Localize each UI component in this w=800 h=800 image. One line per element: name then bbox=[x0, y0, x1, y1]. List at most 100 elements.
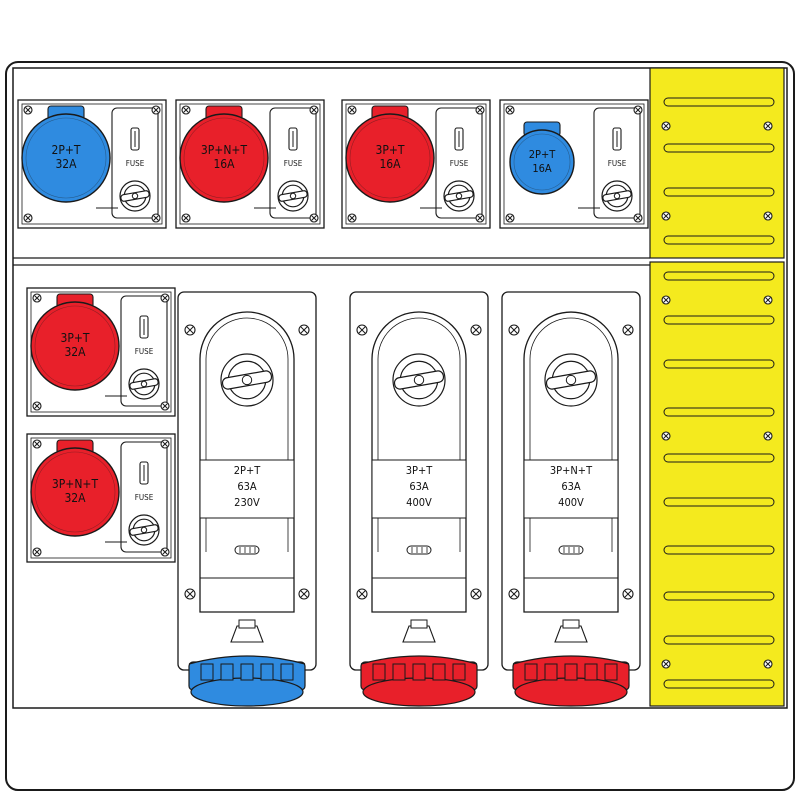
din-rail-icon bbox=[663, 187, 775, 197]
screw-icon bbox=[763, 121, 773, 131]
screw-icon bbox=[32, 439, 42, 449]
rotary-switch-icon[interactable] bbox=[277, 180, 309, 212]
screw-icon bbox=[23, 105, 33, 115]
fuse-icon bbox=[454, 127, 464, 151]
screw-icon bbox=[151, 105, 161, 115]
screw-icon bbox=[505, 105, 515, 115]
screw-icon bbox=[661, 659, 671, 669]
fuse-icon bbox=[139, 315, 149, 339]
fuse-icon bbox=[612, 127, 622, 151]
screw-icon bbox=[298, 588, 310, 600]
plug-connector-icon[interactable] bbox=[360, 619, 478, 707]
screw-icon bbox=[763, 431, 773, 441]
socket-rating-current: 63A bbox=[237, 480, 257, 493]
screw-icon bbox=[347, 213, 357, 223]
rotary-switch-icon[interactable] bbox=[128, 368, 160, 400]
screw-icon bbox=[151, 213, 161, 223]
plug-connector-icon[interactable] bbox=[512, 619, 630, 707]
socket-rating-voltage: 230V bbox=[234, 496, 260, 509]
rotary-switch-icon[interactable] bbox=[601, 180, 633, 212]
din-rail-icon bbox=[663, 545, 775, 555]
socket-icon[interactable] bbox=[30, 293, 120, 391]
screw-icon bbox=[661, 295, 671, 305]
screw-icon bbox=[763, 211, 773, 221]
din-rail-icon bbox=[663, 591, 775, 601]
screw-icon bbox=[160, 293, 170, 303]
din-rail-icon bbox=[663, 635, 775, 645]
screw-icon bbox=[470, 588, 482, 600]
fuse-label: FUSE bbox=[284, 159, 303, 168]
din-rail-icon bbox=[663, 315, 775, 325]
socket-rating-current: 16A bbox=[379, 157, 401, 171]
screw-icon bbox=[160, 547, 170, 557]
screw-icon bbox=[508, 324, 520, 336]
din-rail-icon bbox=[663, 679, 775, 689]
socket-rating-type: 3P+T bbox=[60, 331, 89, 345]
screw-icon bbox=[661, 211, 671, 221]
socket-rating-current: 63A bbox=[561, 480, 581, 493]
fuse-icon bbox=[130, 127, 140, 151]
fuse-label: FUSE bbox=[608, 159, 627, 168]
din-rail-panel bbox=[649, 67, 785, 707]
socket-rating-type: 2P+T bbox=[234, 464, 262, 477]
large-socket-module-l1: 2P+T 63A 230V bbox=[177, 291, 317, 707]
screw-icon bbox=[23, 213, 33, 223]
screw-icon bbox=[184, 324, 196, 336]
screw-icon bbox=[309, 105, 319, 115]
rail-panel-bottom bbox=[649, 261, 785, 707]
screw-icon bbox=[763, 659, 773, 669]
rotary-switch-icon[interactable] bbox=[443, 180, 475, 212]
din-rail-icon bbox=[663, 453, 775, 463]
screw-icon bbox=[298, 324, 310, 336]
screw-icon bbox=[505, 213, 515, 223]
socket-icon[interactable] bbox=[509, 121, 575, 195]
screw-icon bbox=[184, 588, 196, 600]
rotary-switch-icon[interactable] bbox=[392, 353, 446, 407]
screw-icon bbox=[160, 401, 170, 411]
rotary-switch-icon[interactable] bbox=[119, 180, 151, 212]
screw-icon bbox=[633, 105, 643, 115]
socket-rating-current: 16A bbox=[532, 162, 552, 175]
socket-icon[interactable] bbox=[179, 105, 269, 203]
fuse-label: FUSE bbox=[450, 159, 469, 168]
fuse-icon bbox=[139, 461, 149, 485]
screw-icon bbox=[32, 293, 42, 303]
din-rail-icon bbox=[663, 235, 775, 245]
rotary-switch-icon[interactable] bbox=[220, 353, 274, 407]
din-rail-icon bbox=[663, 143, 775, 153]
fuse-label: FUSE bbox=[126, 159, 145, 168]
socket-icon[interactable] bbox=[345, 105, 435, 203]
plug-connector-icon[interactable] bbox=[188, 619, 306, 707]
screw-icon bbox=[633, 213, 643, 223]
screw-icon bbox=[475, 213, 485, 223]
screw-icon bbox=[181, 213, 191, 223]
din-rail-icon bbox=[663, 359, 775, 369]
socket-rating-voltage: 400V bbox=[558, 496, 584, 509]
socket-rating-type: 3P+N+T bbox=[201, 143, 248, 157]
screw-icon bbox=[356, 588, 368, 600]
screw-icon bbox=[32, 401, 42, 411]
socket-rating-current: 16A bbox=[213, 157, 235, 171]
socket-rating-voltage: 400V bbox=[406, 496, 432, 509]
din-rail-icon bbox=[663, 497, 775, 507]
rotary-switch-icon[interactable] bbox=[128, 514, 160, 546]
socket-rating-type: 2P+T bbox=[529, 148, 557, 161]
socket-icon[interactable] bbox=[21, 105, 111, 203]
socket-icon[interactable] bbox=[30, 439, 120, 537]
din-rail-icon bbox=[663, 97, 775, 107]
socket-rating-current: 63A bbox=[409, 480, 429, 493]
screw-icon bbox=[622, 588, 634, 600]
rotary-switch-icon[interactable] bbox=[544, 353, 598, 407]
screw-icon bbox=[475, 105, 485, 115]
fuse-icon bbox=[288, 127, 298, 151]
socket-rating-type: 2P+T bbox=[51, 143, 80, 157]
screw-icon bbox=[763, 295, 773, 305]
screw-icon bbox=[347, 105, 357, 115]
fuse-label: FUSE bbox=[135, 493, 154, 502]
